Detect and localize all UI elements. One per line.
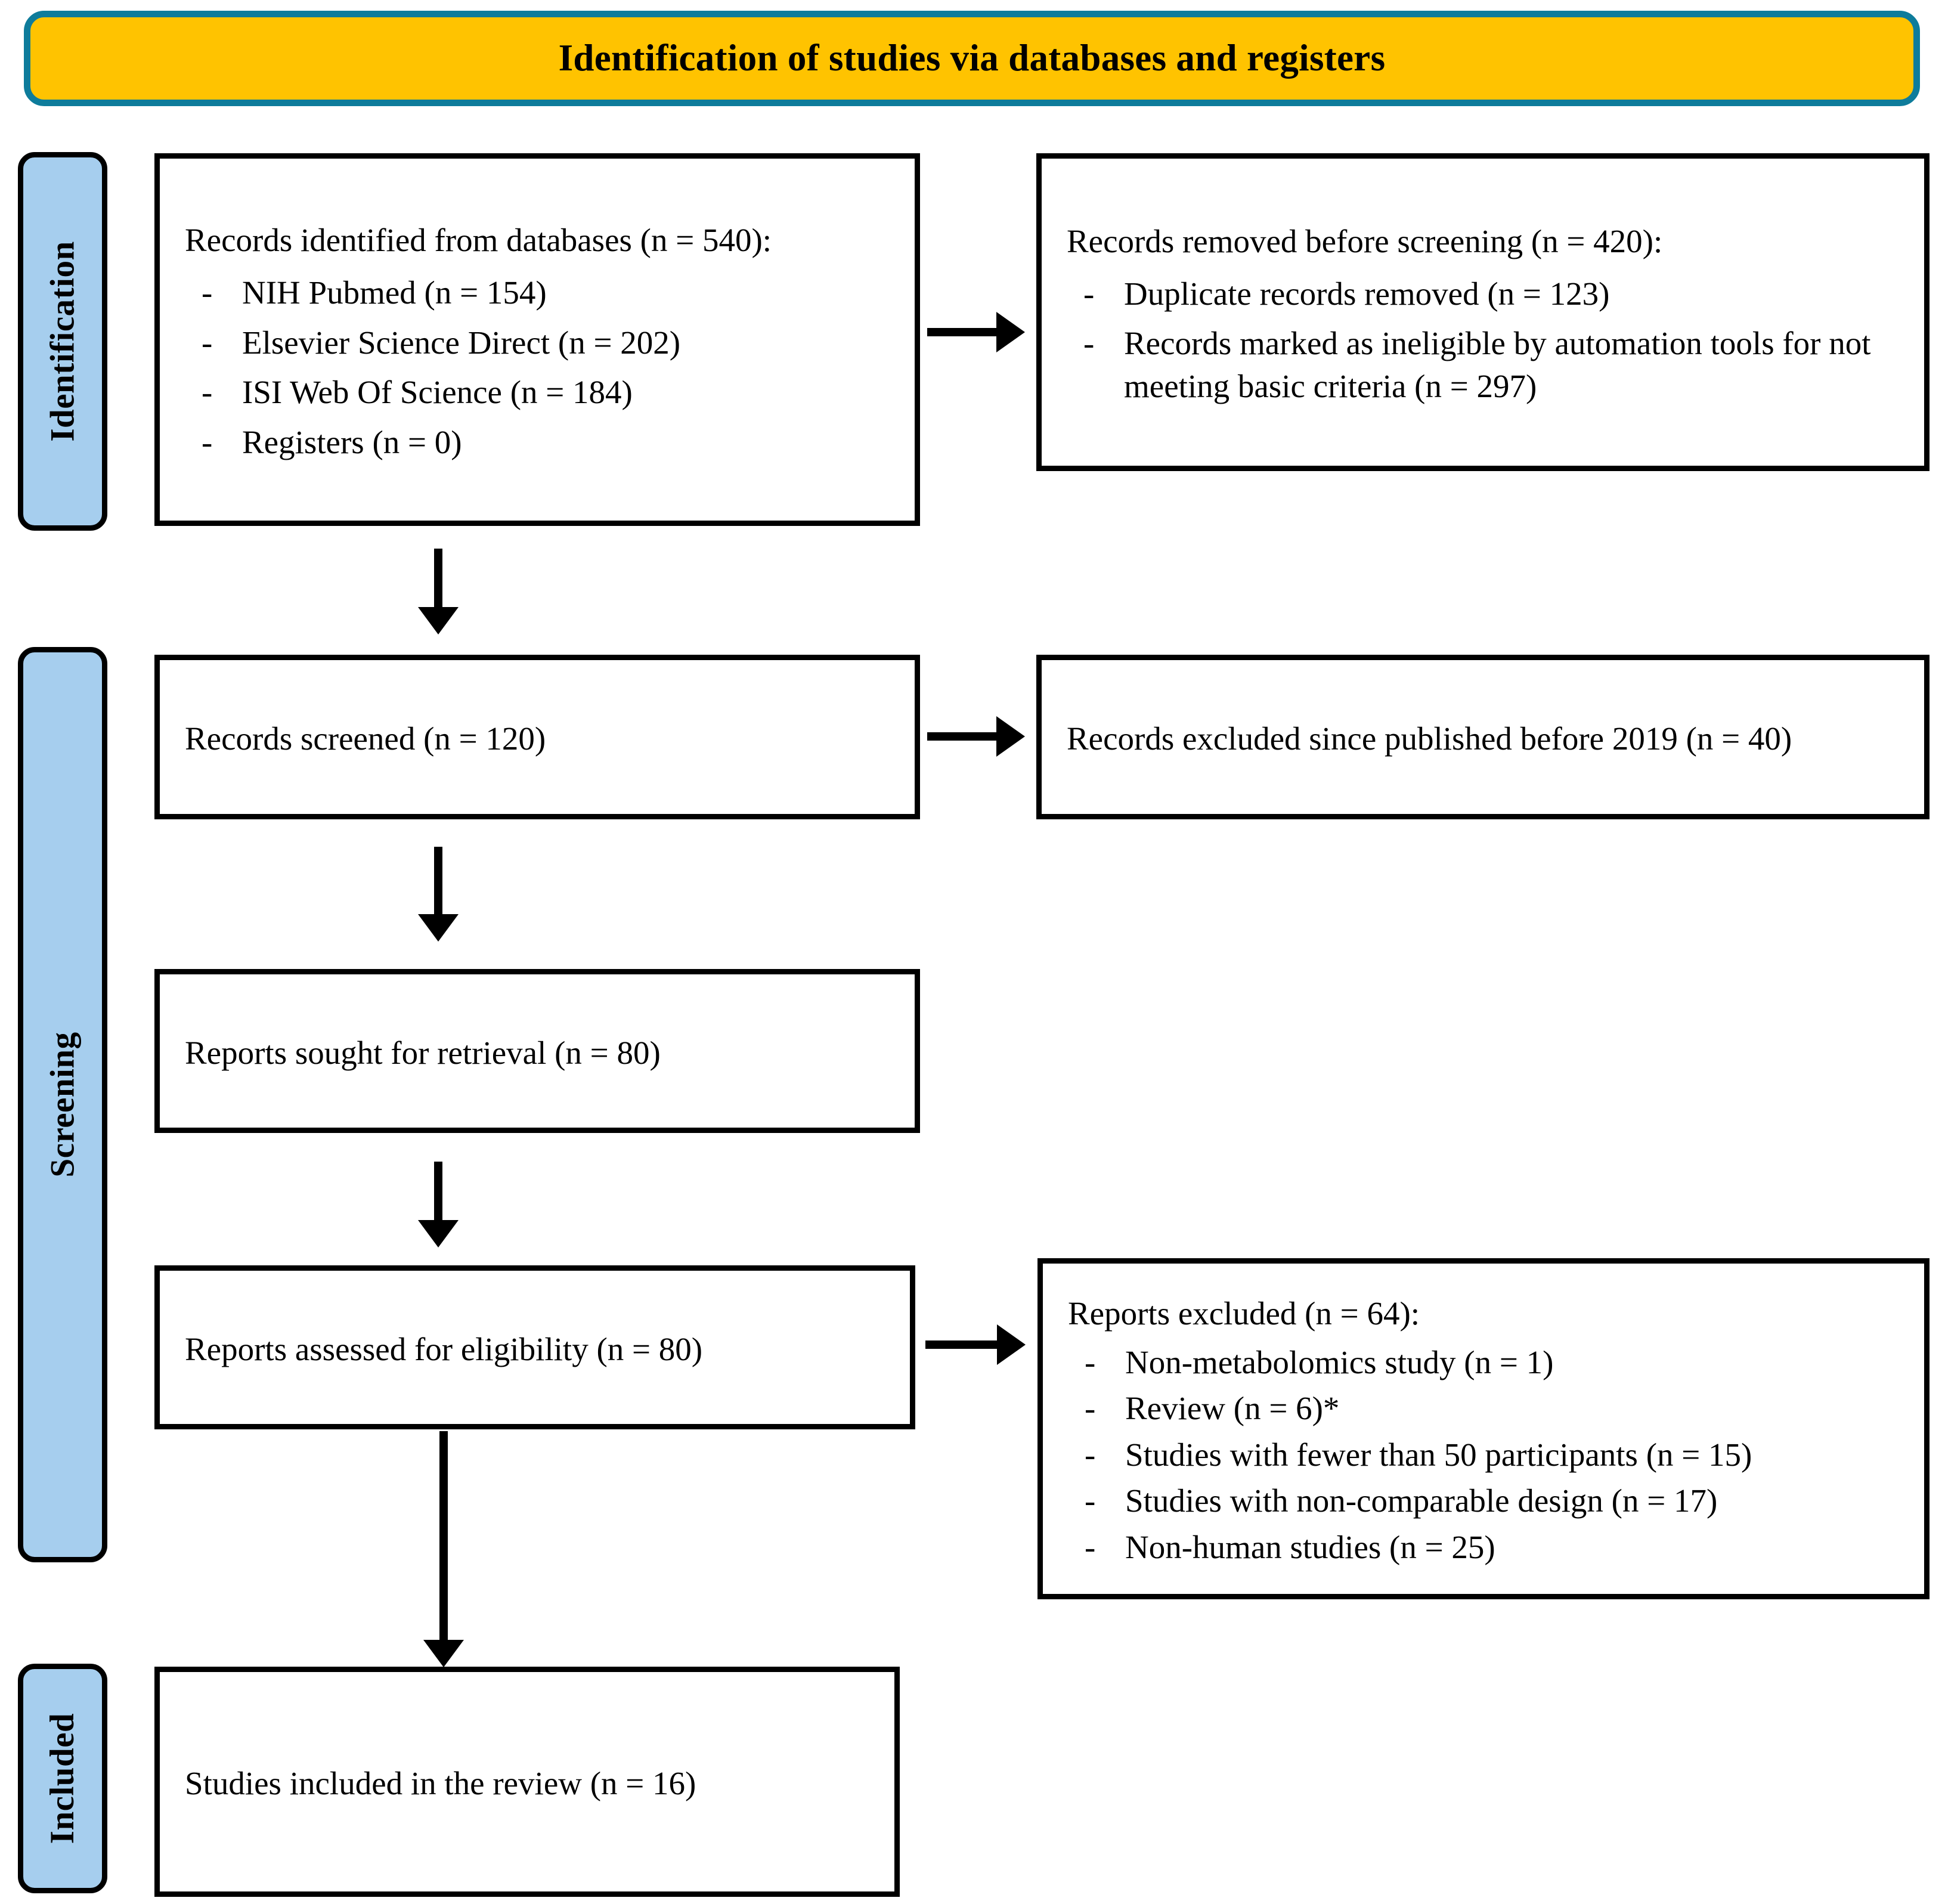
bullet-dash: - xyxy=(1085,1343,1096,1380)
list-item: -Registers (n = 0) xyxy=(185,421,897,464)
bullet-dash: - xyxy=(1085,1528,1096,1565)
list-item-label: Non-human studies (n = 25) xyxy=(1125,1528,1495,1565)
box-records-identified-list: -NIH Pubmed (n = 154) -Elsevier Science … xyxy=(185,264,897,463)
box-reports-excluded-heading: Reports excluded (n = 64): xyxy=(1068,1295,1420,1332)
list-item-label: NIH Pubmed (n = 154) xyxy=(242,274,547,311)
box-records-removed: Records removed before screening (n = 42… xyxy=(1036,153,1929,471)
bullet-dash: - xyxy=(202,274,213,311)
bullet-dash: - xyxy=(1085,1436,1096,1473)
list-item-label: Duplicate records removed (n = 123) xyxy=(1124,275,1610,312)
phase-tab-screening-label: Screening xyxy=(44,1032,82,1178)
list-item-label: Registers (n = 0) xyxy=(242,423,462,460)
list-item: -Studies with non-comparable design (n =… xyxy=(1068,1479,1906,1522)
box-records-identified-heading: Records identified from databases (n = 5… xyxy=(185,221,772,258)
phase-tab-identification: Identification xyxy=(18,152,107,531)
box-reports-assessed-heading: Reports assessed for eligibility (n = 80… xyxy=(185,1330,703,1367)
list-item-label: Review (n = 6)* xyxy=(1125,1390,1340,1427)
list-item-label: Studies with fewer than 50 participants … xyxy=(1125,1436,1752,1473)
arrow-identified-to-removed xyxy=(927,328,998,336)
bullet-dash: - xyxy=(1085,1482,1096,1519)
bullet-dash: - xyxy=(202,324,213,361)
box-records-screened: Records screened (n = 120) xyxy=(154,655,920,819)
box-records-excluded-year-heading: Records excluded since published before … xyxy=(1067,720,1792,757)
box-reports-assessed: Reports assessed for eligibility (n = 80… xyxy=(154,1265,915,1429)
list-item: -Review (n = 6)* xyxy=(1068,1387,1906,1430)
page-title: Identification of studies via databases … xyxy=(558,37,1386,79)
list-item-label: Records marked as ineligible by automati… xyxy=(1124,325,1871,404)
bullet-dash: - xyxy=(1085,1390,1096,1427)
box-reports-sought: Reports sought for retrieval (n = 80) xyxy=(154,969,920,1133)
bullet-dash: - xyxy=(202,374,213,411)
list-item: -Elsevier Science Direct (n = 202) xyxy=(185,321,897,364)
list-item: -NIH Pubmed (n = 154) xyxy=(185,271,897,314)
arrow-assessed-to-included xyxy=(439,1431,448,1641)
bullet-dash: - xyxy=(202,423,213,460)
box-studies-included: Studies included in the review (n = 16) xyxy=(154,1667,900,1897)
box-reports-excluded-list: -Non-metabolomics study (n = 1) -Review … xyxy=(1068,1338,1906,1569)
list-item: -Studies with fewer than 50 participants… xyxy=(1068,1434,1906,1476)
box-records-removed-list: -Duplicate records removed (n = 123) -Re… xyxy=(1067,265,1906,408)
list-item: -Non-metabolomics study (n = 1) xyxy=(1068,1341,1906,1384)
box-studies-included-heading: Studies included in the review (n = 16) xyxy=(185,1765,696,1802)
list-item: -ISI Web Of Science (n = 184) xyxy=(185,371,897,414)
arrow-sought-to-assessed xyxy=(434,1162,442,1221)
list-item: -Records marked as ineligible by automat… xyxy=(1067,322,1906,407)
list-item: -Duplicate records removed (n = 123) xyxy=(1067,273,1906,315)
phase-tab-screening: Screening xyxy=(18,647,107,1562)
box-reports-excluded: Reports excluded (n = 64): -Non-metabolo… xyxy=(1037,1258,1929,1599)
arrow-screened-to-excluded xyxy=(927,732,998,741)
phase-tab-identification-label: Identification xyxy=(44,241,82,442)
list-item-label: Studies with non-comparable design (n = … xyxy=(1125,1482,1718,1519)
diagram-header-banner: Identification of studies via databases … xyxy=(24,11,1920,106)
bullet-dash: - xyxy=(1083,325,1095,362)
box-reports-sought-heading: Reports sought for retrieval (n = 80) xyxy=(185,1034,661,1071)
arrow-screened-to-sought xyxy=(434,847,442,915)
arrow-identified-to-screened xyxy=(434,549,442,608)
phase-tab-included: Included xyxy=(18,1664,107,1893)
arrow-assessed-to-reports-excluded xyxy=(925,1340,998,1349)
box-records-identified: Records identified from databases (n = 5… xyxy=(154,153,920,526)
box-records-screened-heading: Records screened (n = 120) xyxy=(185,720,546,757)
list-item-label: Elsevier Science Direct (n = 202) xyxy=(242,324,681,361)
list-item-label: Non-metabolomics study (n = 1) xyxy=(1125,1343,1554,1380)
phase-tab-included-label: Included xyxy=(44,1713,82,1844)
bullet-dash: - xyxy=(1083,275,1095,312)
box-records-excluded-year: Records excluded since published before … xyxy=(1036,655,1929,819)
list-item: -Non-human studies (n = 25) xyxy=(1068,1526,1906,1569)
list-item-label: ISI Web Of Science (n = 184) xyxy=(242,374,633,411)
box-records-removed-heading: Records removed before screening (n = 42… xyxy=(1067,222,1663,259)
